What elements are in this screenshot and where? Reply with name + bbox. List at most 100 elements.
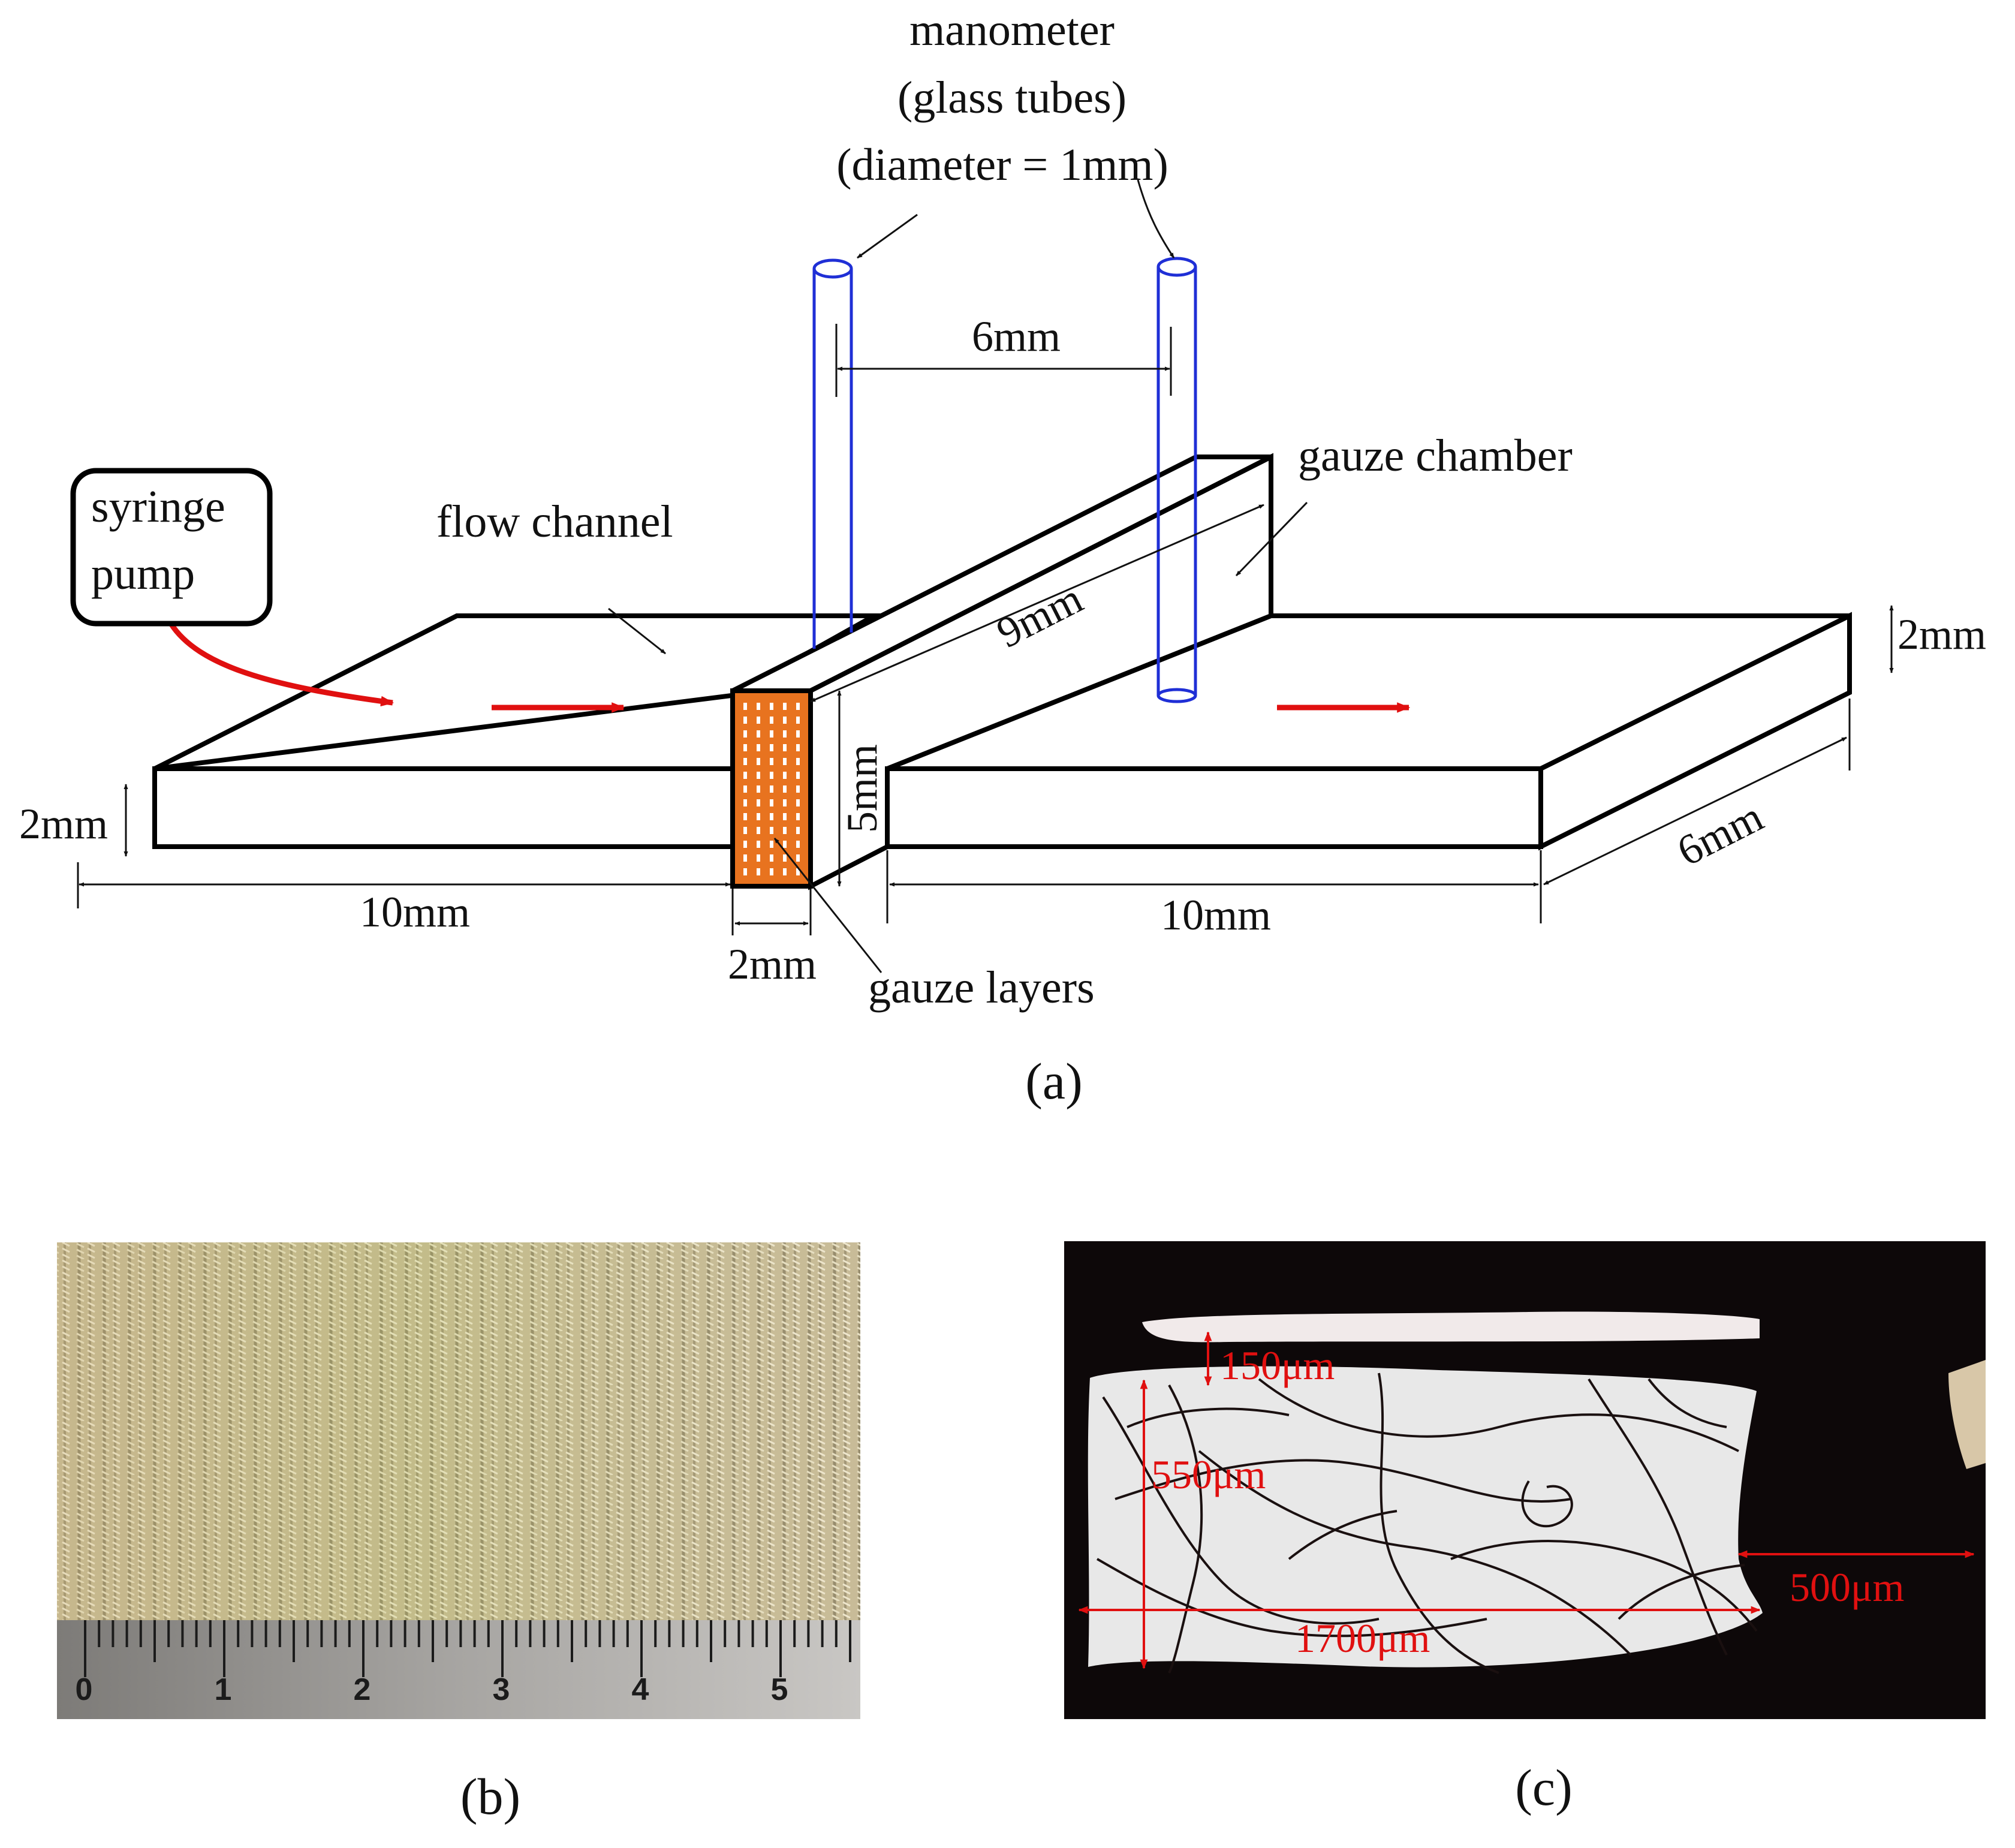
gauze-dot: [770, 813, 773, 820]
gauze-dot: [770, 744, 773, 751]
fiber-strand: [1115, 1459, 1571, 1503]
gauze-dot: [796, 854, 800, 862]
gauze-chamber-label: gauze chamber: [1298, 431, 1573, 481]
ruler-number: 2: [354, 1672, 371, 1707]
syringe-pump-label-line2: pump: [91, 549, 195, 599]
left-thickness-label: 2mm: [19, 800, 108, 848]
gauze-dot: [743, 703, 747, 710]
gauze-dot: [743, 813, 747, 820]
left-length-label: 10mm: [360, 888, 470, 936]
panel-c-measurements: [1078, 1331, 1975, 1669]
fiber-strand: [1450, 1540, 1758, 1632]
pore-height-label: 550μm: [1151, 1452, 1266, 1497]
panel-b-caption: (b): [460, 1768, 520, 1825]
channel-width-line: [1543, 736, 1847, 886]
dimension-lines: [77, 179, 1894, 973]
gauze-mesh-tint: [57, 1242, 860, 1620]
gauze-dot: [783, 717, 787, 724]
ruler-number: 3: [493, 1672, 510, 1707]
fiber-strand: [1288, 1510, 1397, 1560]
gauze-dot: [770, 868, 773, 875]
gauze-dot: [796, 730, 800, 738]
gauze-dot: [783, 841, 787, 848]
right-length-label: 10mm: [1161, 891, 1271, 939]
gauze-dot: [783, 744, 787, 751]
gauze-dot: [743, 799, 747, 806]
gauze-dot: [757, 799, 760, 806]
panel-c-caption: (c): [1515, 1759, 1572, 1816]
gauze-dot: [783, 703, 787, 710]
flow-arrows: [168, 622, 1411, 713]
gauze-dot: [770, 841, 773, 848]
gauze-dot: [743, 772, 747, 779]
manometer-label-line2: (glass tubes): [897, 73, 1127, 123]
gauze-dot: [796, 813, 800, 820]
micrograph-right-glint: [1948, 1360, 1986, 1469]
gauze-dot: [796, 758, 800, 765]
gauze-dot: [770, 703, 773, 710]
gauze-dot: [743, 854, 747, 862]
gauze-dot: [743, 827, 747, 834]
chamber-height-label: 5mm: [838, 744, 886, 833]
gauze-dot: [743, 868, 747, 875]
panel-a-labels: manometer (glass tubes) (diameter = 1mm)…: [19, 5, 1986, 1110]
gauze-dot: [757, 758, 760, 765]
flow-channel-leader: [608, 607, 666, 655]
gauze-dot: [783, 730, 787, 738]
gauze-dot: [770, 758, 773, 765]
gauze-dot: [770, 717, 773, 724]
fiber-strand: [1378, 1373, 1499, 1674]
chamber-length-line: [810, 504, 1264, 703]
gauze-dot: [783, 827, 787, 834]
ruler-number: 0: [76, 1672, 93, 1707]
manometer-label-line3: (diameter = 1mm): [836, 140, 1168, 190]
fiber-thickness-label: 150μm: [1220, 1343, 1335, 1388]
gauze-dot: [796, 703, 800, 710]
ruler-number: 1: [215, 1672, 232, 1707]
syringe-pump-box: [70, 468, 273, 627]
left-glass-tube: [812, 269, 853, 649]
gauze-dot: [783, 785, 787, 793]
gauze-dot: [783, 772, 787, 779]
left-channel-top-face: [155, 616, 874, 769]
right-tube-top: [1156, 257, 1197, 277]
gauze-dot: [796, 799, 800, 806]
gauze-dot: [783, 799, 787, 806]
strand-width-label: 500μm: [1790, 1564, 1904, 1610]
gauze-dot: [770, 785, 773, 793]
gauze-dot: [743, 744, 747, 751]
gauze-dot: [796, 717, 800, 724]
right-channel-front: [885, 766, 1543, 849]
gauze-dot: [757, 841, 760, 848]
gauze-dot: [783, 868, 787, 875]
ruler-ticks: [84, 1620, 851, 1677]
gauze-dot: [796, 772, 800, 779]
fiber-strand: [1102, 1396, 1380, 1625]
left-tube-top: [812, 258, 853, 279]
right-thickness-label: 2mm: [1897, 610, 1986, 658]
left-channel-front: [152, 766, 736, 849]
manometer-label-line1: manometer: [909, 5, 1115, 55]
micrograph-pore: [1088, 1366, 1763, 1668]
fiber-strand: [1258, 1378, 1739, 1452]
ruler: [57, 1620, 860, 1719]
gauze-dot: [757, 785, 760, 793]
micrograph-top-gap: [1142, 1311, 1760, 1343]
gauze-layers-label: gauze layers: [868, 962, 1095, 1013]
syringe-pump-label-line1: syringe: [91, 481, 225, 532]
gauze-dot: [783, 854, 787, 862]
gauze-dot: [757, 744, 760, 751]
gauze-dot: [743, 758, 747, 765]
gauze-dot: [757, 703, 760, 710]
gauze-dot: [796, 841, 800, 848]
gauze-width-label: 2mm: [728, 940, 817, 988]
gauze-dot: [783, 813, 787, 820]
panel-c-labels: 150μm 550μm 1700μm 500μm: [1151, 1343, 1904, 1661]
fiber-strand: [1588, 1378, 1728, 1656]
flow-channel-label: flow channel: [436, 496, 673, 547]
gauze-dot: [757, 730, 760, 738]
gauze-dot: [757, 717, 760, 724]
gauze-dot: [743, 717, 747, 724]
